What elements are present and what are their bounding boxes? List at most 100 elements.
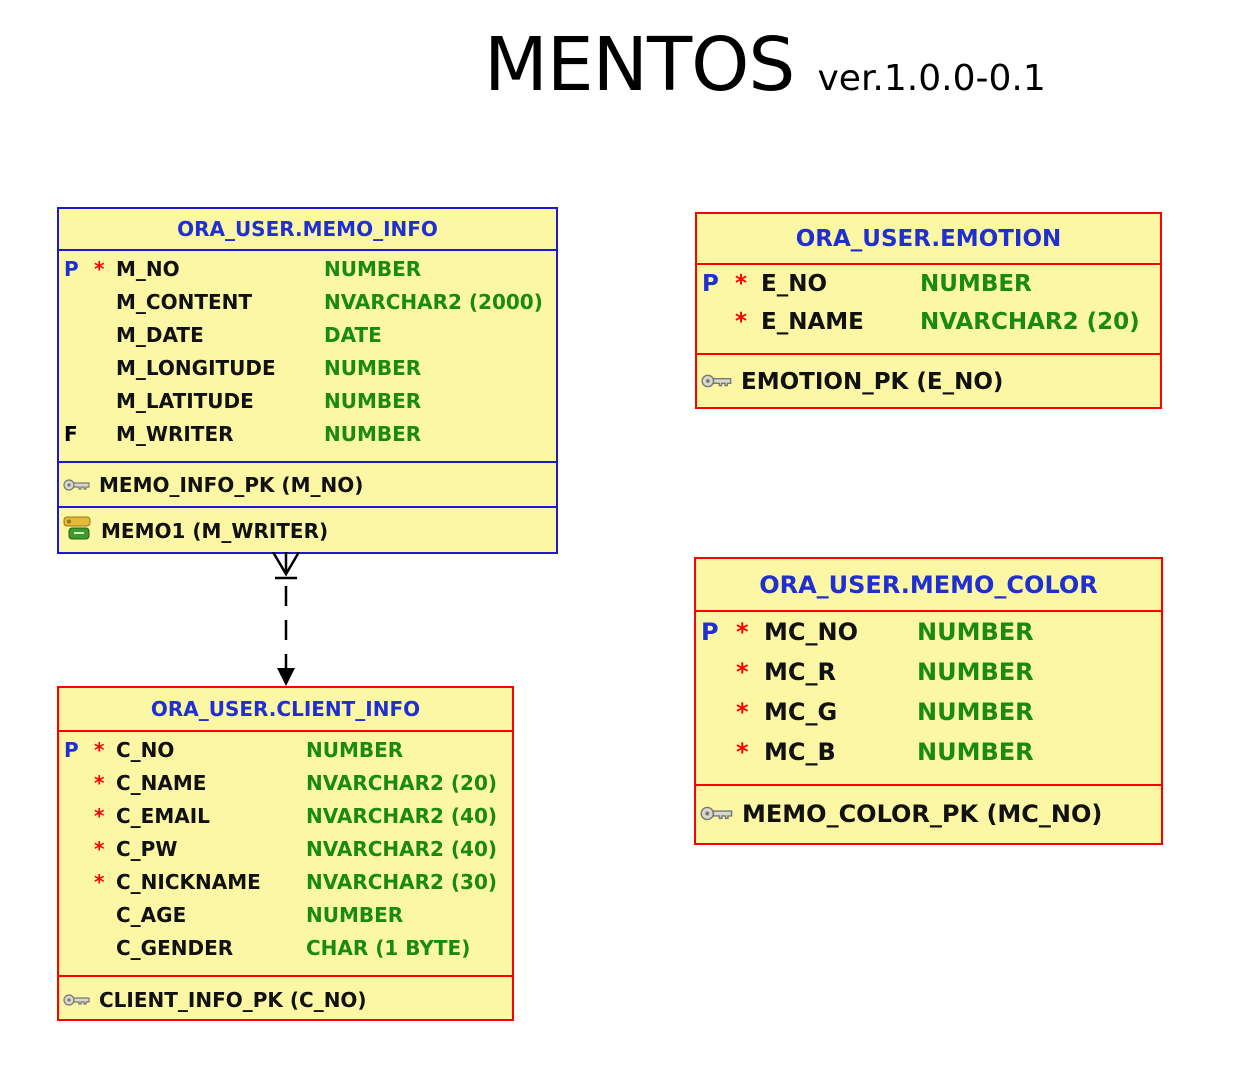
key-icon: [700, 800, 734, 828]
column-row: * E_NAME NVARCHAR2 (20): [697, 309, 1160, 347]
column-name: M_CONTENT: [116, 290, 253, 314]
column-list: P * C_NO NUMBER * C_NAME NVARCHAR2 (20) * C_EMAI…: [59, 732, 512, 977]
column-required-marker: *: [94, 771, 105, 795]
column-name: MC_NO: [764, 618, 858, 646]
column-key-flag: P: [701, 618, 719, 646]
column-row: M_LONGITUDE NUMBER: [59, 356, 556, 389]
diagram-title: MENTOS ver.1.0.0-0.1: [484, 22, 1046, 108]
diagram-title-main: MENTOS: [484, 22, 795, 108]
column-name: MC_B: [764, 738, 836, 766]
column-name: C_NICKNAME: [116, 870, 261, 894]
column-name: MC_R: [764, 658, 836, 686]
primary-key-row: MEMO_COLOR_PK (MC_NO): [696, 786, 1161, 842]
column-name: C_PW: [116, 837, 178, 861]
primary-key-label: MEMO_INFO_PK (M_NO): [99, 472, 364, 497]
column-type: DATE: [324, 323, 382, 347]
column-name: C_NAME: [116, 771, 207, 795]
key-icon: [63, 988, 91, 1012]
column-name: C_GENDER: [116, 936, 234, 960]
column-name: C_EMAIL: [116, 804, 210, 828]
column-type: NUMBER: [917, 658, 1034, 686]
column-name: C_NO: [116, 738, 175, 762]
column-type: NUMBER: [306, 903, 404, 927]
primary-key-label: CLIENT_INFO_PK (C_NO): [99, 988, 367, 1012]
column-name: MC_G: [764, 698, 838, 726]
column-type: NUMBER: [917, 698, 1034, 726]
column-key-flag: F: [64, 422, 78, 446]
table-name: ORA_USER.CLIENT_INFO: [59, 688, 512, 732]
column-row: * MC_B NUMBER: [696, 738, 1161, 778]
column-required-marker: *: [735, 271, 748, 297]
column-type: NVARCHAR2 (20): [920, 309, 1140, 335]
column-name: M_DATE: [116, 323, 204, 347]
column-type: NVARCHAR2 (20): [306, 771, 498, 795]
column-required-marker: *: [94, 257, 105, 281]
table-name: ORA_USER.MEMO_INFO: [59, 209, 556, 251]
column-row: * C_NICKNAME NVARCHAR2 (30): [59, 870, 512, 903]
foreign-key-icon: [63, 515, 93, 546]
column-type: NVARCHAR2 (30): [306, 870, 498, 894]
column-row: M_CONTENT NVARCHAR2 (2000): [59, 290, 556, 323]
column-name: M_WRITER: [116, 422, 234, 446]
column-type: NUMBER: [917, 738, 1034, 766]
column-row: * MC_G NUMBER: [696, 698, 1161, 738]
column-row: P * E_NO NUMBER: [697, 271, 1160, 309]
primary-key-label: MEMO_COLOR_PK (MC_NO): [742, 800, 1103, 828]
column-row: * C_NAME NVARCHAR2 (20): [59, 771, 512, 804]
column-key-flag: P: [702, 271, 719, 297]
column-name: M_LATITUDE: [116, 389, 254, 413]
column-required-marker: *: [94, 870, 105, 894]
column-required-marker: *: [94, 804, 105, 828]
column-required-marker: *: [736, 658, 749, 686]
column-row: C_AGE NUMBER: [59, 903, 512, 936]
column-name: E_NO: [761, 271, 828, 297]
primary-key-label: EMOTION_PK (E_NO): [741, 369, 1004, 395]
table-emotion[interactable]: ORA_USER.EMOTION P * E_NO NUMBER * E_NAME NVAR…: [695, 212, 1162, 409]
relationship-connector: [271, 552, 301, 686]
column-required-marker: *: [735, 309, 748, 335]
table-name: ORA_USER.MEMO_COLOR: [696, 559, 1161, 612]
column-row: M_DATE DATE: [59, 323, 556, 356]
column-type: NUMBER: [920, 271, 1032, 297]
column-type: NUMBER: [917, 618, 1034, 646]
column-row: F M_WRITER NUMBER: [59, 422, 556, 455]
primary-key-row: EMOTION_PK (E_NO): [697, 355, 1160, 409]
primary-key-row: MEMO_INFO_PK (M_NO): [59, 463, 556, 508]
column-required-marker: *: [94, 837, 105, 861]
column-name: C_AGE: [116, 903, 187, 927]
foreign-key-label: MEMO1 (M_WRITER): [101, 518, 329, 543]
column-key-flag: P: [64, 738, 79, 762]
column-required-marker: *: [94, 738, 105, 762]
column-required-marker: *: [736, 698, 749, 726]
column-list: P * E_NO NUMBER * E_NAME NVARCHAR2 (20): [697, 265, 1160, 355]
crows-foot-icon: [271, 552, 301, 577]
primary-key-row: CLIENT_INFO_PK (C_NO): [59, 977, 512, 1023]
table-memo-color[interactable]: ORA_USER.MEMO_COLOR P * MC_NO NUMBER * MC_R NU…: [694, 557, 1163, 845]
column-row: C_GENDER CHAR (1 BYTE): [59, 936, 512, 969]
table-client-info[interactable]: ORA_USER.CLIENT_INFO P * C_NO NUMBER * C_NAME…: [57, 686, 514, 1021]
diagram-version: ver.1.0.0-0.1: [817, 58, 1046, 99]
column-name: E_NAME: [761, 309, 864, 335]
column-key-flag: P: [64, 257, 79, 281]
column-type: NUMBER: [324, 422, 422, 446]
column-type: CHAR (1 BYTE): [306, 936, 471, 960]
column-required-marker: *: [736, 618, 749, 646]
column-type: NVARCHAR2 (2000): [324, 290, 543, 314]
column-type: NUMBER: [324, 356, 422, 380]
arrow-head-icon: [277, 668, 295, 686]
table-name: ORA_USER.EMOTION: [697, 214, 1160, 265]
column-list: P * MC_NO NUMBER * MC_R NUMBER * MC_G NUMBER * MC_B…: [696, 612, 1161, 786]
column-type: NUMBER: [306, 738, 404, 762]
key-icon: [701, 369, 733, 395]
foreign-key-row: MEMO1 (M_WRITER): [59, 508, 556, 553]
column-row: * MC_R NUMBER: [696, 658, 1161, 698]
column-type: NUMBER: [324, 389, 422, 413]
column-row: M_LATITUDE NUMBER: [59, 389, 556, 422]
column-required-marker: *: [736, 738, 749, 766]
column-name: M_LONGITUDE: [116, 356, 276, 380]
